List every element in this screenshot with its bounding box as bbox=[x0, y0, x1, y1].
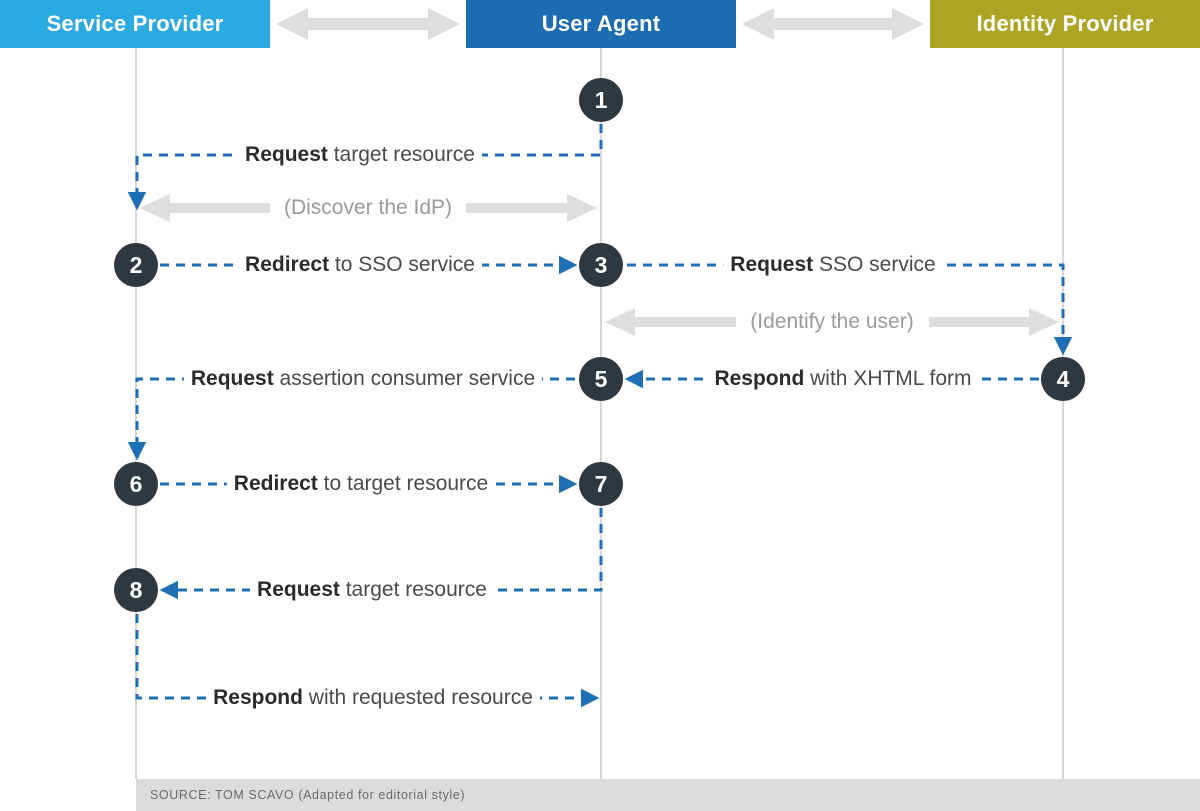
message-label-respond-with-requested-resource: Respond with requested resource bbox=[206, 686, 540, 710]
source-prefix: SOURCE: TOM SCAVO bbox=[150, 788, 295, 802]
message-rest-1: target resource bbox=[327, 143, 475, 166]
note-discover-idp-arrow bbox=[140, 194, 597, 222]
actor-label-service-provider: Service Provider bbox=[46, 11, 224, 36]
note-label-identify-user: (Identify the user) bbox=[740, 310, 924, 334]
step-badge-3[interactable]: 3 bbox=[579, 243, 623, 287]
message-strong-6: Redirect bbox=[233, 472, 318, 495]
step-badge-1[interactable]: 1 bbox=[579, 78, 623, 122]
message-strong-5: Respond bbox=[714, 367, 805, 390]
message-strong-4: Request bbox=[190, 367, 274, 390]
message-label-respond-with-xhtml-form: Respond with XHTML form bbox=[707, 367, 979, 391]
note-identify-user-arrow bbox=[605, 308, 1059, 336]
message-strong-3: Request bbox=[730, 253, 814, 276]
step-badge-5[interactable]: 5 bbox=[579, 357, 623, 401]
message-strong-8: Respond bbox=[213, 686, 303, 709]
message-rest-8: with requested resource bbox=[302, 686, 533, 709]
actor-label-identity-provider: Identity Provider bbox=[976, 11, 1154, 36]
step-badge-8[interactable]: 8 bbox=[114, 568, 158, 612]
step-badge-6[interactable]: 6 bbox=[114, 462, 158, 506]
step-badge-4[interactable]: 4 bbox=[1041, 357, 1085, 401]
message-strong-1: Request bbox=[245, 143, 328, 166]
actor-header-identity-provider[interactable]: Identity Provider bbox=[930, 0, 1200, 48]
source-text: SOURCE: TOM SCAVO (Adapted for editorial… bbox=[150, 788, 465, 802]
message-rest-5: with XHTML form bbox=[804, 367, 972, 390]
flow-request-sso-service bbox=[627, 263, 1073, 356]
actor-header-user-agent[interactable]: User Agent bbox=[466, 0, 736, 48]
step-badge-7[interactable]: 7 bbox=[579, 462, 623, 506]
actor-label-user-agent: User Agent bbox=[541, 11, 661, 36]
message-strong-7: Request bbox=[257, 578, 340, 601]
sp-ua-connector-icon bbox=[276, 8, 460, 40]
message-label-request-target-resource-2: Request target resource bbox=[250, 578, 494, 602]
message-label-redirect-to-target-resource: Redirect to target resource bbox=[226, 472, 496, 496]
message-rest-6: to target resource bbox=[317, 472, 489, 495]
message-label-request-sso-service: Request SSO service bbox=[723, 253, 943, 277]
actor-header-service-provider[interactable]: Service Provider bbox=[0, 0, 270, 48]
message-strong-2: Redirect bbox=[245, 253, 330, 276]
source-suffix: (Adapted for editorial style) bbox=[294, 788, 466, 802]
message-rest-3: SSO service bbox=[813, 253, 936, 276]
note-label-discover-idp: (Discover the IdP) bbox=[273, 196, 463, 220]
message-rest-4: assertion consumer service bbox=[273, 367, 536, 390]
source-bar: SOURCE: TOM SCAVO (Adapted for editorial… bbox=[136, 779, 1200, 811]
message-label-redirect-to-sso-service: Redirect to SSO service bbox=[238, 253, 482, 277]
message-rest-2: to SSO service bbox=[329, 253, 475, 276]
message-label-request-assertion-consumer-service: Request assertion consumer service bbox=[183, 367, 543, 391]
step-badge-2[interactable]: 2 bbox=[114, 243, 158, 287]
message-label-request-target-resource-1: Request target resource bbox=[238, 143, 482, 167]
ua-idp-connector-icon bbox=[742, 8, 924, 40]
message-rest-7: target resource bbox=[339, 578, 487, 601]
